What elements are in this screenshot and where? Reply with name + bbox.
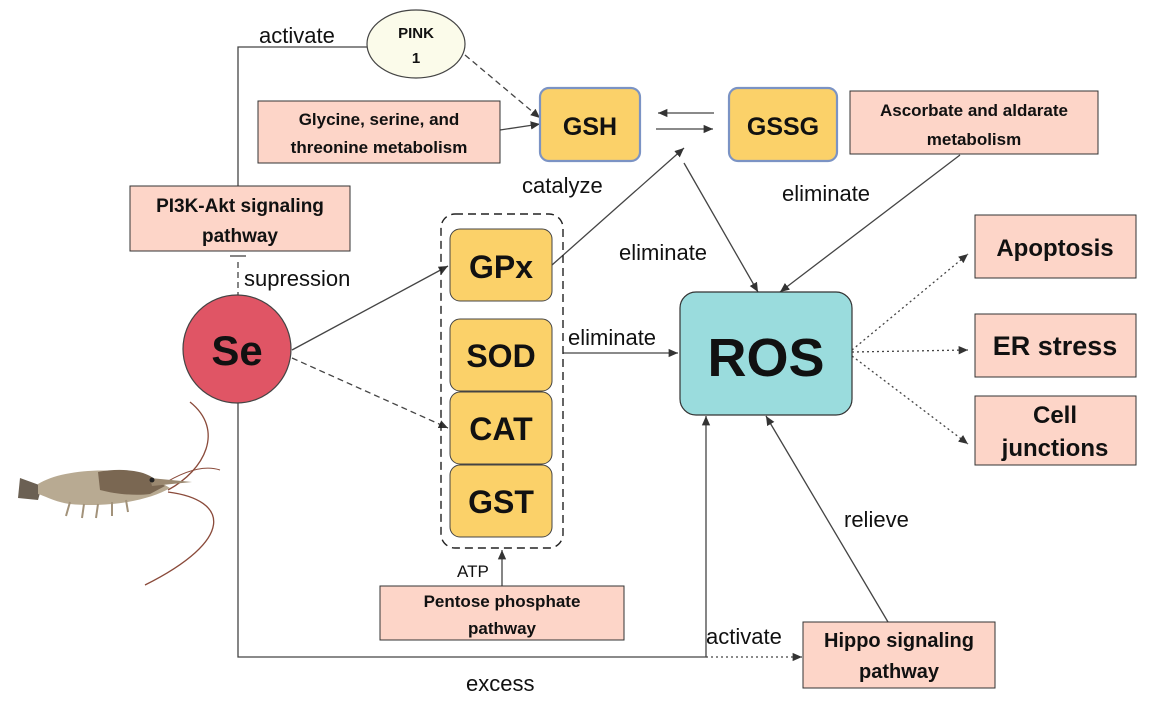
ros-label: ROS (707, 328, 824, 388)
edge-se-cat (291, 357, 449, 429)
label-excess: excess (466, 671, 534, 696)
gsh-label: GSH (563, 113, 617, 141)
edge-pi3k-activate-pink1 (237, 46, 368, 186)
ros-node (679, 291, 853, 416)
shrimp-illustration (18, 401, 221, 586)
sod-label: SOD (466, 338, 535, 374)
antioxidant-enzyme-group (440, 213, 564, 549)
cat-node (449, 391, 553, 465)
label-eliminate-enzymes: eliminate (568, 325, 656, 350)
pink1-label-line2: 1 (412, 50, 420, 67)
edge-gsh-eliminate-ros (683, 162, 759, 293)
label-relieve: relieve (844, 507, 909, 532)
hippo-label-line1: Hippo signaling (824, 630, 974, 652)
pink1-node (366, 9, 466, 79)
apoptosis-label: Apoptosis (996, 235, 1113, 262)
label-supression: supression (244, 266, 350, 291)
hippo-signaling-box (802, 621, 996, 689)
gpx-node (449, 228, 553, 302)
pentose-label-line1: Pentose phosphate (424, 592, 581, 611)
gssg-node (727, 86, 839, 163)
cell-junctions-box (974, 395, 1137, 466)
cell-junctions-label-line2: junctions (1001, 435, 1109, 462)
selenium-label: Se (211, 327, 262, 374)
edge-gpx-catalyze-gsh (551, 147, 685, 266)
ascorbate-metabolism-box (849, 90, 1099, 155)
gst-label: GST (468, 484, 534, 520)
edge-se-gpx (291, 265, 449, 351)
pink1-label-line1: PINK (398, 25, 434, 42)
er-stress-box (974, 313, 1137, 378)
edge-ros-apoptosis (851, 253, 969, 351)
label-catalyze: catalyze (522, 173, 603, 198)
pi3k-akt-box (129, 185, 351, 252)
edge-ros-er-stress (851, 346, 969, 355)
ascorbate-label-line2: metabolism (927, 130, 1021, 149)
pi3k-label-line2: pathway (202, 226, 278, 247)
hippo-label-line2: pathway (859, 661, 940, 683)
apoptosis-box (974, 214, 1137, 279)
gsh-node (538, 86, 642, 163)
pi3k-label-line1: PI3K-Akt signaling (156, 196, 324, 217)
er-stress-label: ER stress (993, 331, 1118, 361)
edge-hippo-relieve-ros (765, 415, 889, 623)
glycine-label-line1: Glycine, serine, and (299, 110, 460, 129)
selenium-node (182, 294, 292, 404)
label-activate-top: activate (259, 23, 335, 48)
edge-pink1-gsh (464, 54, 541, 119)
pentose-phosphate-box (379, 585, 625, 641)
label-eliminate-gsh: eliminate (619, 240, 707, 265)
glycine-label-line2: threonine metabolism (291, 138, 468, 157)
edge-ros-cell-junctions (851, 355, 969, 445)
glycine-metabolism-box (257, 100, 501, 164)
label-atp: ATP (457, 562, 489, 581)
gssg-label: GSSG (747, 113, 819, 141)
edge-glycine-gsh (499, 121, 541, 131)
gpx-label: GPx (469, 249, 533, 285)
label-activate-bottom: activate (706, 624, 782, 649)
ascorbate-label-line1: Ascorbate and aldarate (880, 101, 1068, 120)
sod-node (449, 318, 553, 392)
edge-se-excess-ros (237, 396, 711, 658)
pentose-label-line2: pathway (468, 619, 537, 638)
edge-ascorbate-eliminate-ros (779, 154, 961, 293)
cell-junctions-label-line1: Cell (1033, 402, 1077, 429)
gst-node (449, 464, 553, 538)
cat-label: CAT (469, 411, 533, 447)
label-eliminate-ascorbate: eliminate (782, 181, 870, 206)
